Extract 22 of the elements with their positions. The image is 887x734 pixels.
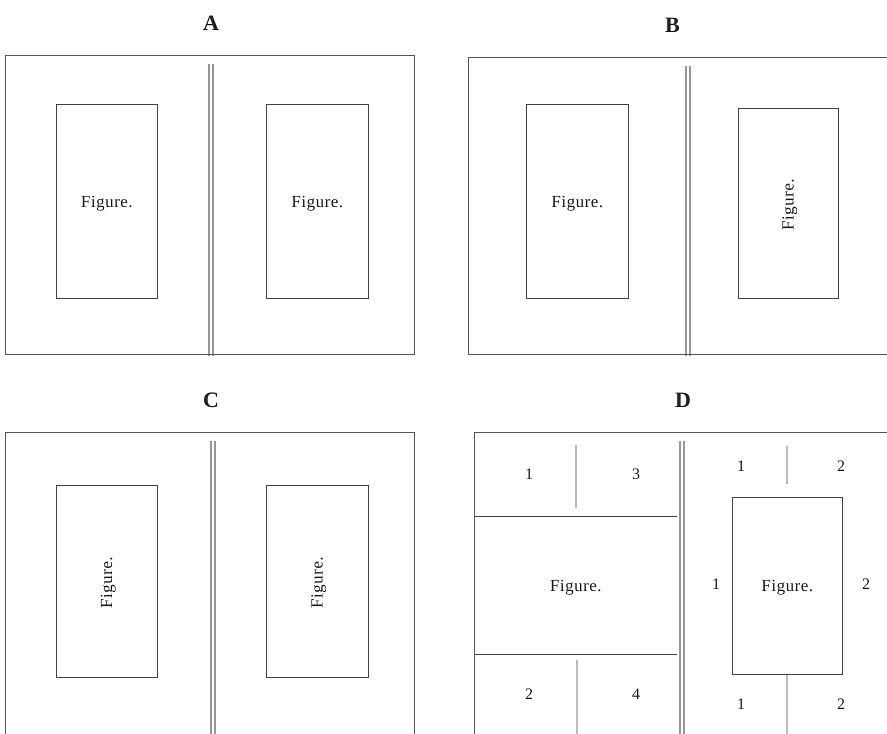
section-number: 2 <box>837 696 845 714</box>
figure-box: Figure. <box>266 104 369 299</box>
panel-heading: C <box>203 388 219 412</box>
section-number: 1 <box>737 458 745 476</box>
figure-box: Figure. <box>475 516 677 655</box>
section-number: 2 <box>862 576 870 594</box>
section-number: 1 <box>525 466 533 484</box>
figure-box: Figure. <box>266 485 369 678</box>
section-number: 1 <box>737 696 745 714</box>
panel-heading: D <box>675 388 691 412</box>
section-number: 1 <box>712 576 720 594</box>
section-number: 4 <box>632 686 640 704</box>
figure-box: Figure. <box>738 108 839 299</box>
figure-box: Figure. <box>56 485 158 678</box>
section-number: 2 <box>837 458 845 476</box>
panel-heading: B <box>665 13 680 37</box>
section-number: 3 <box>632 466 640 484</box>
figure-box: Figure. <box>526 104 629 299</box>
figure-box: Figure. <box>732 497 843 675</box>
figure-box: Figure. <box>56 104 158 299</box>
panel-heading: A <box>203 11 219 35</box>
section-number: 2 <box>525 686 533 704</box>
